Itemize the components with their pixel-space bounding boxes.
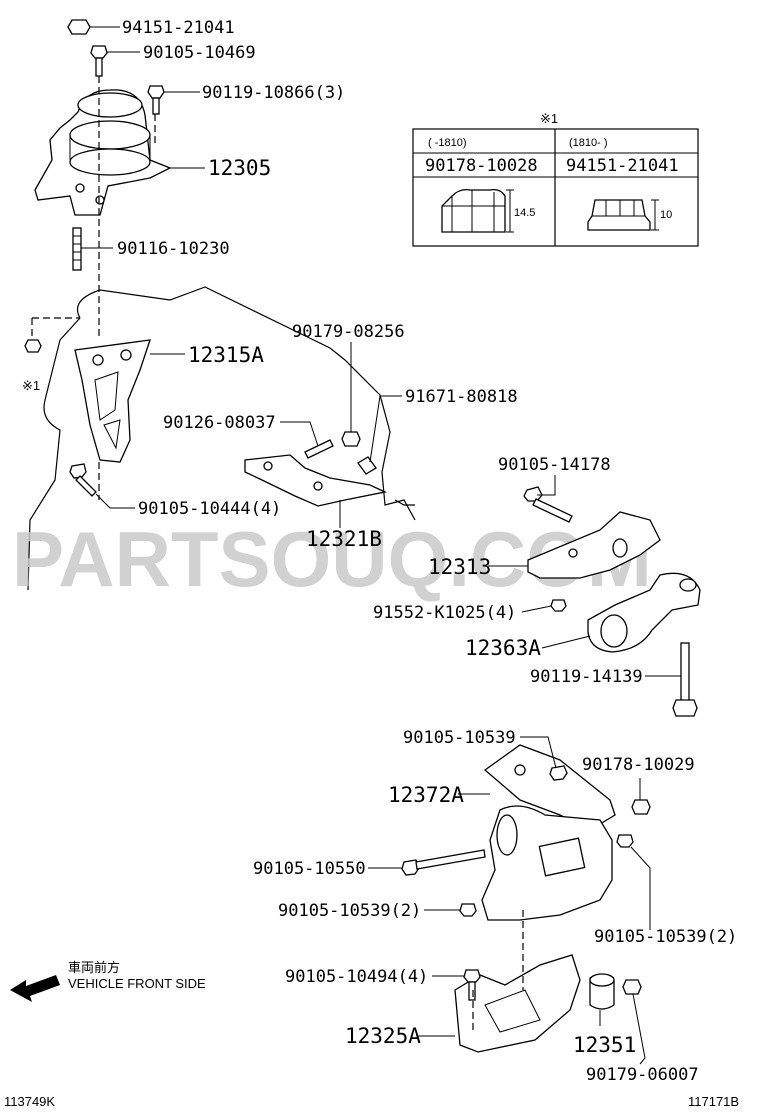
bolt-90105-10494 <box>463 969 481 1001</box>
label-90105-10469: 90105-10469 <box>143 43 256 63</box>
label-note-mark: ※1 <box>22 378 40 393</box>
label-12315A: 12315A <box>188 343 264 367</box>
table-col1-part: 90178-10028 <box>425 156 538 176</box>
table-col2-dim: 10 <box>660 209 672 221</box>
label-12325A: 12325A <box>345 1024 421 1048</box>
label-94151-21041: 94151-21041 <box>122 18 235 38</box>
vehicle-front-legend: 車両前方 VEHICLE FRONT SIDE <box>10 960 206 1002</box>
label-12321B: 12321B <box>306 527 382 551</box>
label-12313: 12313 <box>428 555 491 579</box>
bolt-90105-10444 <box>69 463 97 497</box>
label-90105-10539-top: 90105-10539 <box>403 728 516 748</box>
table-col1-dim: 14.5 <box>514 207 535 219</box>
bolt-90105-10550 <box>401 849 486 876</box>
label-90116-10230: 90116-10230 <box>117 239 230 259</box>
label-12351: 12351 <box>573 1033 636 1057</box>
bolt-90105-10539-right <box>616 834 634 848</box>
bolt-90119-14139 <box>672 642 698 717</box>
label-90179-08256: 90179-08256 <box>292 322 405 342</box>
legend-jp: 車両前方 <box>68 960 120 975</box>
bolt-90105-14178 <box>523 486 573 523</box>
label-90119-10866: 90119-10866(3) <box>202 83 345 103</box>
alignment-line <box>31 317 80 340</box>
label-91671-80818: 91671-80818 <box>405 387 518 407</box>
label-90105-14178: 90105-14178 <box>498 455 611 475</box>
label-91552-K1025: 91552-K1025(4) <box>373 603 516 623</box>
stud-90126-08037 <box>304 439 334 459</box>
bolt-90105-10539-left <box>459 903 477 917</box>
front-arrow-icon <box>10 975 60 1002</box>
label-90105-10550: 90105-10550 <box>253 859 366 879</box>
bracket-12313 <box>527 511 661 579</box>
nut-90179-08256 <box>341 431 361 447</box>
flange-nut-icon <box>587 199 659 231</box>
bracket-12315A <box>74 339 151 463</box>
footer-left-code: 113749K <box>4 1094 55 1109</box>
bolt-91552-K1025 <box>550 599 567 612</box>
footer-right-code: 117171B <box>688 1094 739 1109</box>
mount-12363A <box>587 572 701 653</box>
table-col1-header: ( -1810) <box>428 137 467 149</box>
legend-en: VEHICLE FRONT SIDE <box>68 976 206 991</box>
label-90105-10494: 90105-10494(4) <box>285 967 428 987</box>
label-90105-10539-left: 90105-10539(2) <box>278 901 421 921</box>
nut-94151-21041 <box>67 19 91 35</box>
label-90105-10444: 90105-10444(4) <box>138 499 281 519</box>
engine-mount-12305 <box>34 89 172 216</box>
nut-90179-06007 <box>622 979 642 995</box>
bolt-90119-10866 <box>147 85 165 115</box>
label-12372A: 12372A <box>388 783 464 807</box>
nut-90178-10029 <box>631 799 651 815</box>
label-12305: 12305 <box>208 156 271 180</box>
table-title: ※1 <box>540 111 558 126</box>
bracket-12325A <box>454 954 581 1053</box>
label-90119-14139: 90119-14139 <box>530 667 643 687</box>
bolt-90105-10469 <box>90 45 108 77</box>
bolt-91671-80818 <box>357 456 377 475</box>
nut-note-1 <box>24 339 42 353</box>
table-col2-header: (1810- ) <box>569 137 608 149</box>
leader-lines <box>81 26 681 1065</box>
engine-outline <box>27 286 416 591</box>
label-90178-10029: 90178-10029 <box>582 755 695 775</box>
tall-nut-icon <box>441 188 514 233</box>
label-90179-06007: 90179-06007 <box>586 1065 699 1085</box>
bracket-12321B <box>244 454 388 507</box>
label-12363A: 12363A <box>465 636 541 660</box>
label-90126-08037: 90126-08037 <box>163 413 276 433</box>
label-90105-10539-right: 90105-10539(2) <box>594 927 737 947</box>
bolt-90105-10539-top <box>549 765 568 781</box>
bushing-12351 <box>589 973 615 1010</box>
mount-body-12372A <box>481 805 613 921</box>
stud-90116-10230 <box>72 227 82 271</box>
reference-table: ※1 ( -1810) (1810- ) 90178-10028 94151-2… <box>412 111 699 247</box>
table-col2-part: 94151-21041 <box>566 156 679 176</box>
bracket-12372A <box>483 744 616 831</box>
part-number-labels: 94151-21041 90105-10469 90119-10866(3) 1… <box>22 18 737 1085</box>
